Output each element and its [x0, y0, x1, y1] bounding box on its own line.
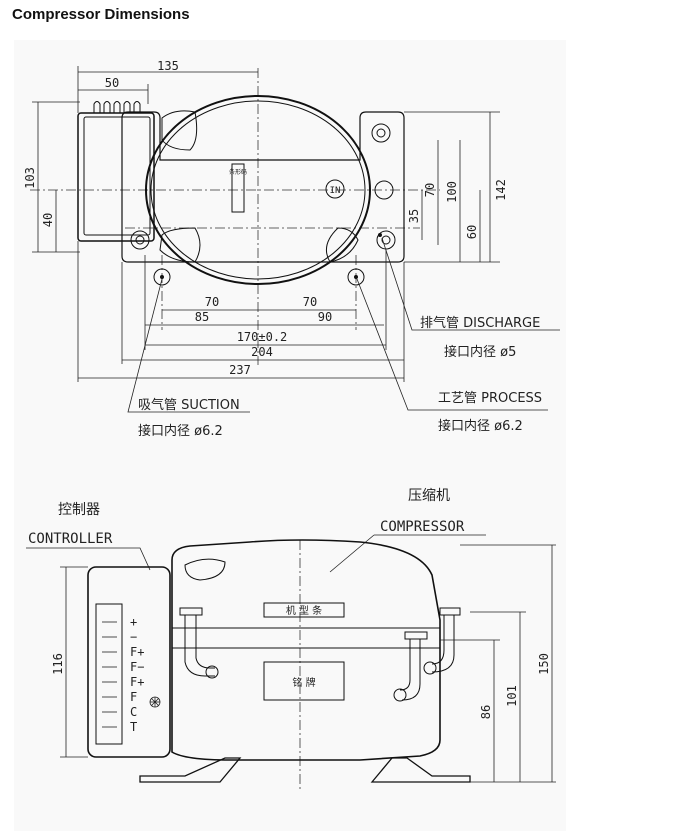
in-label: IN: [330, 186, 341, 196]
dim-101: 101: [505, 685, 519, 707]
dim-90: 90: [318, 310, 332, 324]
terminal-lines: [102, 621, 117, 728]
terminal-label: C: [130, 705, 137, 719]
terminal-label: F−: [130, 660, 144, 674]
side-view: 控制器 CONTROLLER 压缩机 COMPRESSOR 机 型 条 铭 牌: [26, 488, 556, 790]
fan-icon: [149, 696, 161, 708]
compressor-en-label: COMPRESSOR: [380, 519, 465, 535]
dim-85: 85: [195, 310, 209, 324]
compressor-cn-label: 压缩机: [408, 488, 450, 504]
suction-spec: 接口内径 ø6.2: [138, 423, 223, 439]
process-label: 工艺管 PROCESS: [438, 391, 542, 406]
top-view: 条形码 IN 135 50 103 40 142: [23, 59, 560, 439]
nameplate-text: 铭 牌: [292, 676, 315, 689]
terminal-label: +: [130, 615, 137, 629]
dim-40: 40: [41, 213, 55, 227]
process-spec: 接口内径 ø6.2: [438, 418, 523, 434]
suction-label: 吸气管 SUCTION: [138, 397, 240, 413]
dim-150: 150: [537, 653, 551, 675]
discharge-spec: 接口内径 ø5: [444, 344, 516, 360]
dim-86: 86: [479, 705, 493, 719]
dim-204: 204: [251, 345, 273, 359]
dim-70-a: 70: [205, 295, 219, 309]
dim-70-right: 70: [423, 183, 437, 197]
dim-135: 135: [157, 59, 179, 73]
terminal-label: F: [130, 690, 137, 704]
page-title: Compressor Dimensions: [12, 6, 190, 23]
diagram-panel: [14, 40, 566, 831]
controller-cn-label: 控制器: [58, 502, 100, 518]
terminal-labels: + − F+ F− F+ F C T: [130, 615, 144, 734]
dim-170: 170±0.2: [237, 330, 288, 344]
controller-en-label: CONTROLLER: [28, 531, 113, 547]
model-bar-text: 机 型 条: [286, 604, 322, 617]
dim-70-b: 70: [303, 295, 317, 309]
terminal-label: −: [130, 630, 137, 644]
nameplate-strip-text: 条形码: [229, 168, 247, 176]
controller-pins: [93, 101, 141, 113]
dim-60: 60: [465, 225, 479, 239]
dim-237: 237: [229, 363, 251, 377]
dim-50: 50: [105, 76, 119, 90]
dim-35: 35: [407, 209, 421, 223]
terminal-label: F+: [130, 645, 144, 659]
terminal-label: T: [130, 720, 137, 734]
dim-142: 142: [494, 179, 508, 201]
dim-103: 103: [23, 167, 37, 189]
terminal-label: F+: [130, 675, 144, 689]
dim-116: 116: [51, 653, 65, 675]
dim-100: 100: [445, 181, 459, 203]
discharge-label: 排气管 DISCHARGE: [420, 315, 540, 331]
